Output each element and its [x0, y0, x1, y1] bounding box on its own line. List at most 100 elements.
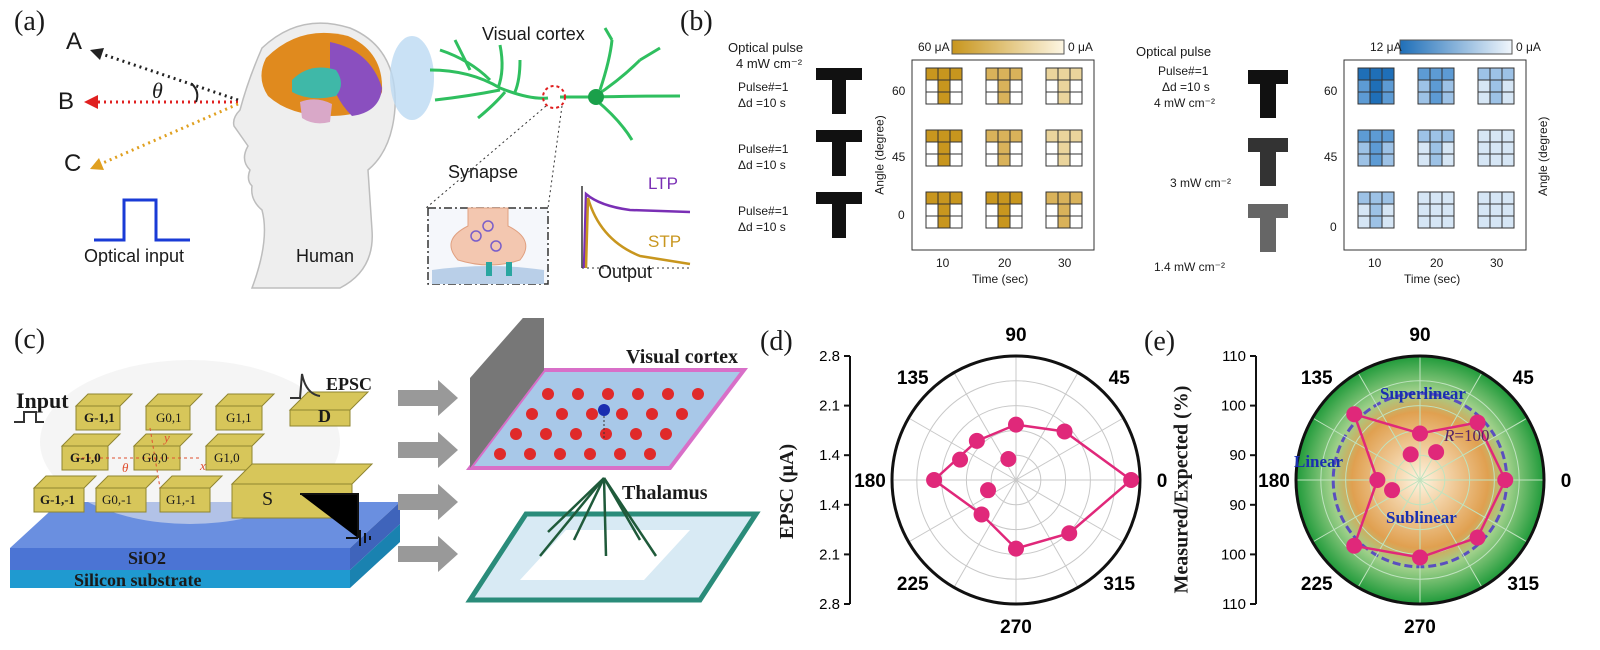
radial-tick-label: 2.1: [819, 398, 840, 415]
r-symbol: R: [1444, 426, 1455, 445]
colorbar-gold: [951, 39, 1065, 55]
heatmap-cell-left: [925, 91, 939, 105]
heatmap-cell-left: [1045, 153, 1059, 167]
polar-angle-label: 0: [1157, 471, 1168, 492]
cortex-neuron-dot: [586, 408, 598, 420]
polar-grid-spoke: [908, 479, 1017, 543]
heatmap-cell-right: [1441, 153, 1455, 167]
cortex-neuron-dot: [572, 388, 584, 400]
b-left-row2-b: Δd =10 s: [738, 158, 786, 172]
t-pattern-left: [816, 68, 862, 238]
b-right-ylabel: Angle (degree): [1536, 116, 1550, 196]
sublinear-label: Sublinear: [1386, 508, 1457, 527]
source-label: S: [262, 488, 274, 510]
human-label: Human: [296, 246, 355, 266]
ltp-stp-plot: [581, 186, 691, 269]
colorbar-right-min: 0 μA: [1516, 40, 1541, 54]
heatmap-cell-right: [1417, 79, 1431, 93]
polar-angle-label: 270: [1000, 617, 1032, 638]
panel-label-e: (e): [1144, 326, 1176, 357]
heatmap-cell-left: [937, 91, 951, 105]
heatmap-cell-left: [1069, 91, 1083, 105]
heatmap-cell-right: [1381, 79, 1395, 93]
heatmap-cell-right: [1357, 153, 1371, 167]
heatmap-cell-left: [925, 215, 939, 229]
heatmap-cell-left: [985, 79, 999, 93]
heatmap-cell-right: [1357, 67, 1371, 81]
polar-data-point: [1412, 549, 1428, 566]
heatmap-cell-left: [925, 141, 939, 155]
heatmap-cell-right: [1429, 153, 1443, 167]
gate-label-0-1: G0,1: [156, 410, 182, 425]
heatmap-cell-right: [1477, 141, 1491, 155]
heatmap-cell-left: [1045, 79, 1059, 93]
ground-icon: [300, 493, 371, 546]
polar-data-point-inner: [1384, 482, 1401, 499]
heatmap-cell-left: [937, 215, 951, 229]
heatmap-cell-left: [949, 215, 963, 229]
heatmap-cell-right: [1417, 129, 1431, 143]
heatmap-cell-right: [1429, 129, 1443, 143]
heatmap-cell-left: [1009, 79, 1023, 93]
c-thalamus-label: Thalamus: [622, 482, 708, 504]
heatmap-cell-right: [1381, 129, 1395, 143]
heatmap-cell-left: [925, 67, 939, 81]
stp-label: STP: [648, 232, 682, 251]
heatmap-cell-right: [1369, 191, 1383, 205]
heatmap-cell-right: [1381, 191, 1395, 205]
polar-angle-label: 180: [854, 471, 886, 492]
heatmap-cell-left: [1069, 141, 1083, 155]
gate-label-1-0: G1,0: [214, 450, 240, 465]
heatmap-cell-right: [1417, 215, 1431, 229]
polar-data-point: [1369, 472, 1386, 488]
radial-tick-label: 2.8: [819, 348, 840, 365]
cortex-neuron-dot: [646, 408, 658, 420]
heatmap-cell-right: [1369, 153, 1383, 167]
heatmap-cell-right: [1477, 129, 1491, 143]
c-epsc-label: EPSC: [326, 374, 373, 394]
heatmap-cell-right: [1357, 79, 1371, 93]
heatmap-cell-right: [1417, 153, 1431, 167]
gate-label-1-m1: G1,-1: [166, 492, 196, 507]
gate-label-m1-1: G-1,1: [84, 410, 115, 425]
heatmap-cell-left: [1057, 129, 1071, 143]
heatmap-cell-left: [985, 67, 999, 81]
panel-b-heatmaps: [816, 39, 1527, 252]
b-right-xtick-30: 30: [1490, 256, 1504, 270]
device-illustration: [10, 318, 761, 603]
panel-b: (b) Optical pulse 4 mW cm⁻² Pulse#=1 Δd …: [680, 0, 1600, 310]
heatmap-cell-right: [1441, 67, 1455, 81]
heatmap-cell-right: [1501, 79, 1515, 93]
heatmap-cell-left: [985, 141, 999, 155]
b-right-header-3: Δd =10 s: [1162, 80, 1210, 94]
heatmap-cell-right: [1357, 141, 1371, 155]
polar-angle-label: 90: [1409, 325, 1430, 346]
heatmap-cell-left: [1009, 129, 1023, 143]
polar-data-point: [1469, 414, 1486, 431]
heatmap-cell-left: [1069, 153, 1083, 167]
cortex-neuron-dot: [554, 448, 566, 460]
heatmap-cell-left: [997, 67, 1011, 81]
axis-y-label: y: [164, 430, 170, 445]
heatmap-cell-left: [1009, 67, 1023, 81]
gate-label-1-1: G1,1: [226, 410, 252, 425]
polar-angle-label: 45: [1513, 368, 1535, 389]
superlinear-label: Superlinear: [1380, 384, 1466, 403]
gate-label-m1-m1: G-1,-1: [40, 492, 76, 507]
b-right-xlabel: Time (sec): [1404, 272, 1461, 286]
heatmap-cell-right: [1429, 191, 1443, 205]
heatmap-cell-left: [1057, 203, 1071, 217]
heatmap-cell-right: [1477, 67, 1491, 81]
heatmap-cell-right: [1489, 67, 1503, 81]
heatmap-cell-right: [1489, 203, 1503, 217]
radial-tick-label: 2.8: [819, 596, 840, 613]
c-visual-cortex-label: Visual cortex: [626, 346, 739, 368]
radial-tick-label: 90: [1229, 497, 1246, 514]
heatmap-cell-right: [1357, 203, 1371, 217]
heatmap-cell-right: [1501, 91, 1515, 105]
b-left-header-1: Optical pulse: [728, 40, 804, 55]
b-right-intensity-1: 4 mW cm⁻²: [1154, 96, 1215, 110]
heatmap-cell-right: [1381, 67, 1395, 81]
polar-data-point-inner: [980, 482, 997, 499]
